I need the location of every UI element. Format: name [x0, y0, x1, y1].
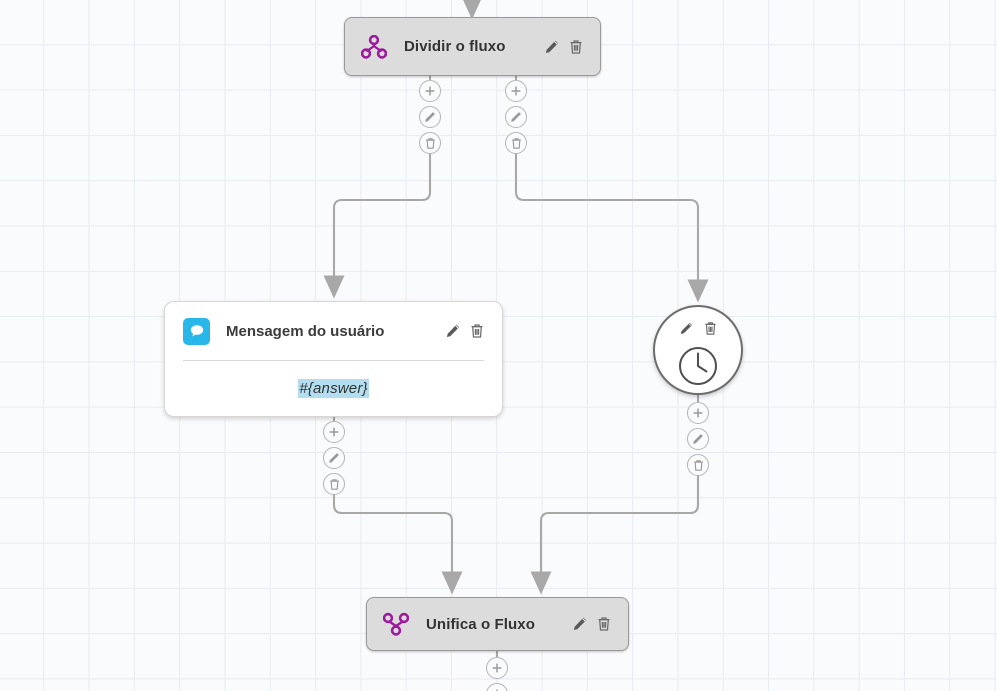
trash-icon[interactable]: [687, 454, 709, 476]
edit-icon[interactable]: [505, 106, 527, 128]
trash-icon[interactable]: [568, 39, 584, 55]
clock-icon: [655, 345, 741, 387]
add-icon[interactable]: [486, 683, 508, 691]
node-split-title: Dividir o fluxo: [404, 38, 506, 55]
chat-bubble-icon: [183, 317, 210, 345]
edit-icon[interactable]: [572, 616, 588, 632]
node-split-tools: [530, 39, 584, 55]
node-split-flow[interactable]: Dividir o fluxo: [344, 17, 601, 76]
node-merge-flow[interactable]: Unifica o Fluxo: [366, 597, 629, 651]
split-left-outlet-buttons[interactable]: [419, 80, 441, 154]
trash-icon[interactable]: [469, 323, 485, 339]
trash-icon[interactable]: [703, 321, 718, 341]
edge-left-outlet-to-message: [323, 153, 432, 299]
trash-icon[interactable]: [323, 473, 345, 495]
flow-split-icon: [361, 34, 387, 59]
flow-merge-icon: [383, 612, 409, 636]
node-delay-tools: [655, 321, 741, 341]
edge-delay-outlet-to-merge: [530, 475, 700, 595]
node-message-title: Mensagem do usuário: [226, 322, 385, 340]
edit-icon[interactable]: [445, 323, 461, 339]
node-user-message[interactable]: Mensagem do usuário: [164, 301, 503, 417]
edge-right-outlet-to-delay: [514, 153, 709, 303]
edit-icon[interactable]: [419, 106, 441, 128]
node-merge-tools: [558, 616, 612, 632]
edit-icon[interactable]: [323, 447, 345, 469]
trash-icon[interactable]: [505, 132, 527, 154]
trash-icon[interactable]: [419, 132, 441, 154]
merge-outlet-buttons[interactable]: [486, 657, 508, 691]
add-icon[interactable]: [687, 402, 709, 424]
message-token-answer[interactable]: #{answer}: [298, 378, 369, 398]
add-icon[interactable]: [486, 657, 508, 679]
node-delay[interactable]: [653, 305, 743, 395]
delay-outlet-buttons[interactable]: [687, 402, 709, 476]
node-message-body: #{answer}: [165, 361, 502, 415]
message-outlet-buttons[interactable]: [323, 421, 345, 495]
edge-message-outlet-to-merge: [332, 494, 463, 595]
node-message-tools: [431, 323, 485, 339]
edit-icon[interactable]: [687, 428, 709, 450]
node-message-header: Mensagem do usuário: [165, 302, 502, 360]
node-message-divider: [183, 360, 484, 361]
edit-icon[interactable]: [679, 321, 694, 341]
add-icon[interactable]: [505, 80, 527, 102]
node-merge-title: Unifica o Fluxo: [426, 615, 536, 633]
split-right-outlet-buttons[interactable]: [505, 80, 527, 154]
add-icon[interactable]: [419, 80, 441, 102]
trash-icon[interactable]: [596, 616, 612, 632]
add-icon[interactable]: [323, 421, 345, 443]
edit-icon[interactable]: [544, 39, 560, 55]
